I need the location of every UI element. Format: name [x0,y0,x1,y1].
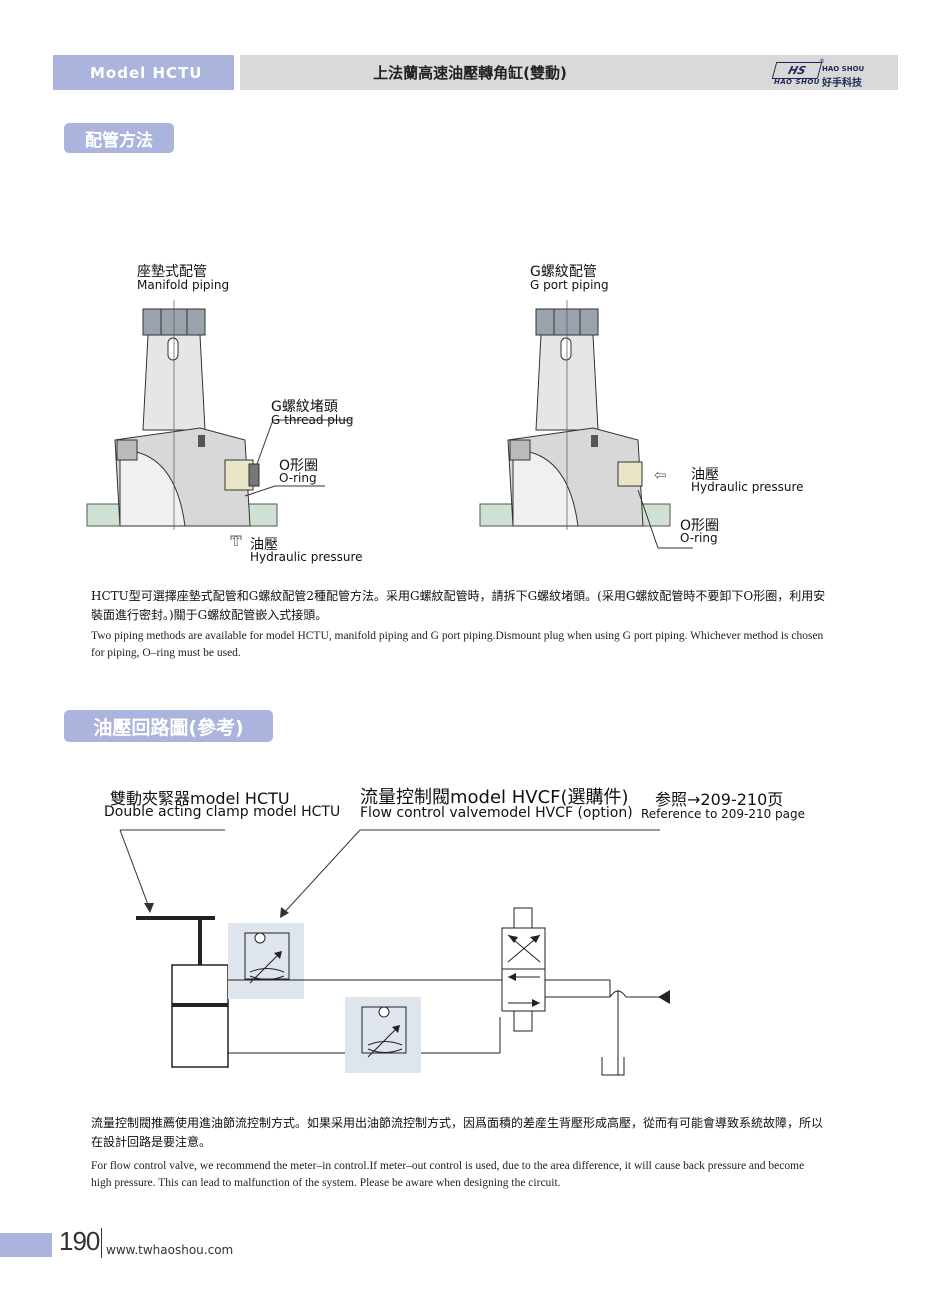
clamp-label-en: Double acting clamp model HCTU [104,804,341,820]
pressure-label-en-2: Hydraulic pressure [691,480,804,494]
page-number: 190 [59,1226,100,1256]
manifold-title-zh: 座墊式配管 [137,264,207,280]
page-title: 上法蘭高速油壓轉角缸(雙動) [373,64,567,82]
gport-piping-drawing [479,300,693,549]
pressure-label-zh-1: 油壓 [250,537,278,553]
model-label: Model HCTU [53,55,234,90]
gport-title-zh: G螺紋配管 [530,264,597,280]
thread-plug-label-zh: G螺紋堵頭 [271,399,338,415]
footer-url[interactable]: www.twhaoshou.com [106,1243,234,1257]
manifold-piping-drawing [86,300,351,540]
section-title-circuit: 油壓回路圖(參考) [64,710,273,742]
oring-label-en-2: O-ring [680,531,718,545]
logo-zh: 好手科技 [822,78,862,89]
pressure-label-en-1: Hydraulic pressure [250,550,363,564]
clamp-label-zh: 雙動夾緊器model HCTU [110,789,290,808]
pressure-arrow-left-icon: ⇦ [654,466,667,484]
thread-plug-label-en: G thread plug [271,413,354,427]
oring-label-en-1: O-ring [279,471,317,485]
page-number-bar [0,1233,52,1257]
valve-label-en: Flow control valvemodel HVCF (option) [360,805,633,821]
company-logo: HS HAO SHOU ® HAO SHOU 好手科技 [771,58,894,89]
pressure-arrow-up-icon: ⇧ [230,534,242,550]
oring-label-zh-1: O形圈 [279,458,319,474]
footer-divider [101,1228,102,1258]
valve-ref-zh: 参照→209-210页 [655,790,784,809]
valve-ref-en: Reference to 209-210 page [641,807,806,821]
circuit-description-zh: 流量控制閥推薦使用進油節流控制方式。如果采用出油節流控制方式，因爲面積的差産生背… [91,1116,824,1149]
pressure-label-zh-2: 油壓 [691,467,719,483]
logo-mark: HS [771,62,823,79]
circuit-description-en: For flow control valve, we recommend the… [91,1160,805,1189]
manifold-title-en: Manifold piping [137,278,230,292]
logo-registered: ® [819,58,825,65]
section-title-piping: 配管方法 [64,123,174,153]
logo-en: HAO SHOU [822,65,865,73]
valve-label-zh: 流量控制閥model HVCF(選購件) [360,787,629,808]
piping-description-zh: HCTU型可選擇座墊式配管和G螺紋配管2種配管方法。采用G螺紋配管時，請拆下G螺… [91,589,826,622]
logo-mark-sub: HAO SHOU [774,78,820,86]
hydraulic-circuit-diagram [119,829,670,1076]
header-bar [240,55,898,90]
oring-label-zh-2: O形圈 [680,518,720,534]
gport-title-en: G port piping [530,278,609,292]
piping-description-en: Two piping methods are available for mod… [91,630,824,659]
